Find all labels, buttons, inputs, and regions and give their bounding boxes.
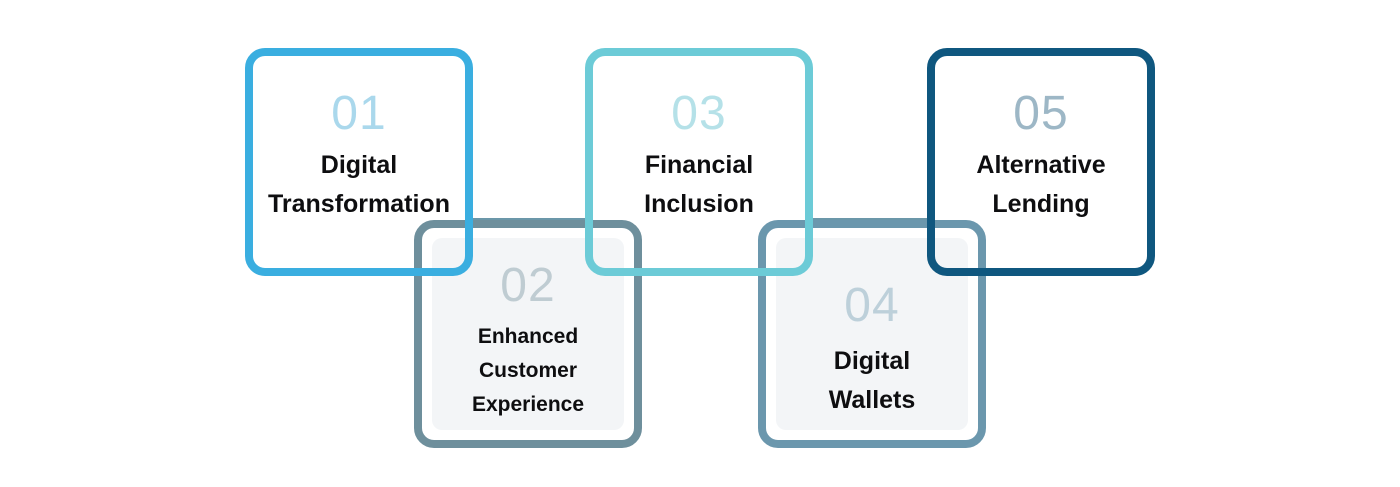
step-title-line: Inclusion bbox=[644, 190, 754, 218]
step-title: Alternative Lending bbox=[941, 146, 1141, 224]
step-card-05: 05 Alternative Lending bbox=[927, 48, 1155, 276]
step-title: Financial Inclusion bbox=[599, 146, 799, 224]
step-title-line: Lending bbox=[992, 190, 1090, 218]
step-title-line: Enhanced bbox=[477, 325, 579, 348]
step-card-03: 03 Financial Inclusion bbox=[585, 48, 813, 276]
step-title-line: Financial bbox=[644, 151, 754, 179]
step-number: 02 bbox=[500, 259, 556, 312]
step-title-line: Digital bbox=[833, 347, 911, 375]
step-number: 05 bbox=[1013, 87, 1069, 140]
step-number: 04 bbox=[844, 279, 900, 332]
step-title-line: Transformation bbox=[268, 190, 450, 218]
step-title: Digital Transformation bbox=[259, 146, 459, 224]
step-title-line: Experience bbox=[471, 393, 585, 416]
step-card-01: 01 Digital Transformation bbox=[245, 48, 473, 276]
step-title-line: Alternative bbox=[976, 151, 1106, 179]
step-title-line: Customer bbox=[478, 359, 578, 382]
step-title: Digital Wallets bbox=[772, 342, 972, 420]
step-title-line: Wallets bbox=[828, 386, 916, 414]
step-number: 03 bbox=[671, 87, 727, 140]
step-number: 01 bbox=[331, 87, 387, 140]
step-title-line: Digital bbox=[320, 151, 398, 179]
step-title: Enhanced Customer Experience bbox=[428, 320, 628, 422]
